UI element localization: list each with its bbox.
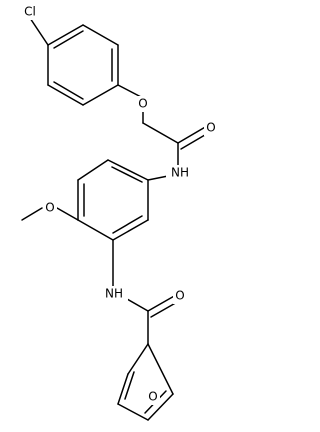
label-bg (146, 389, 160, 405)
chlorine-bond (29, 17, 49, 46)
furan-bond (147, 343, 174, 395)
bottom-carbonyl-oxygen-label: O (175, 289, 184, 303)
methoxy-ring-bond (56, 207, 79, 221)
molecule-canvas: Cl O O NH O NH O O (18, 4, 218, 421)
furan-double-bond-inner (124, 371, 135, 400)
label-bg (204, 120, 218, 136)
furan-bond (117, 373, 129, 405)
furan-oxygen-label: O (148, 390, 157, 404)
molecule-structure: Cl O O NH O NH O O (18, 4, 218, 421)
label-bg (173, 288, 187, 304)
label-bg (43, 200, 57, 216)
ring-bond (107, 159, 149, 181)
label-bg (166, 165, 194, 181)
ether-oxygen-label: O (138, 97, 147, 111)
ring-bond (77, 159, 109, 181)
central-phenyl-ring (77, 159, 149, 241)
ring-double-bond-inner (53, 81, 84, 100)
methoxy-oxygen-label: O (45, 201, 54, 215)
label-bg (136, 96, 150, 112)
methoxy-methyl-bond (21, 207, 43, 221)
furan-bond (117, 403, 149, 421)
chlorophenyl-ring (47, 24, 119, 106)
ring-bond (77, 219, 114, 241)
ring-double-bond-inner (53, 30, 84, 49)
ring-double-bond-inner (111, 166, 143, 183)
carbonyl-bottom-bond-a (147, 294, 177, 312)
methylene-bond (142, 122, 179, 144)
ring-double-bond-inner (112, 215, 143, 234)
carbonyl-top-bond-a (177, 125, 208, 144)
chlorine-label: Cl (24, 5, 36, 19)
ring-bond (112, 219, 149, 241)
bottom-nh-label: NH (105, 287, 123, 301)
label-bg (100, 286, 128, 302)
furan-ring (117, 343, 174, 421)
label-bg (18, 4, 42, 20)
top-nh-label: NH (171, 166, 189, 180)
ring-bond (47, 84, 84, 106)
ring-bond (82, 24, 119, 46)
furan-bond (127, 343, 149, 375)
aryl-ether-bond (117, 84, 144, 99)
ring-bond (82, 84, 119, 106)
top-carbonyl-oxygen-label: O (206, 121, 215, 135)
furan-bond (147, 393, 174, 421)
ring-bond (47, 24, 84, 46)
